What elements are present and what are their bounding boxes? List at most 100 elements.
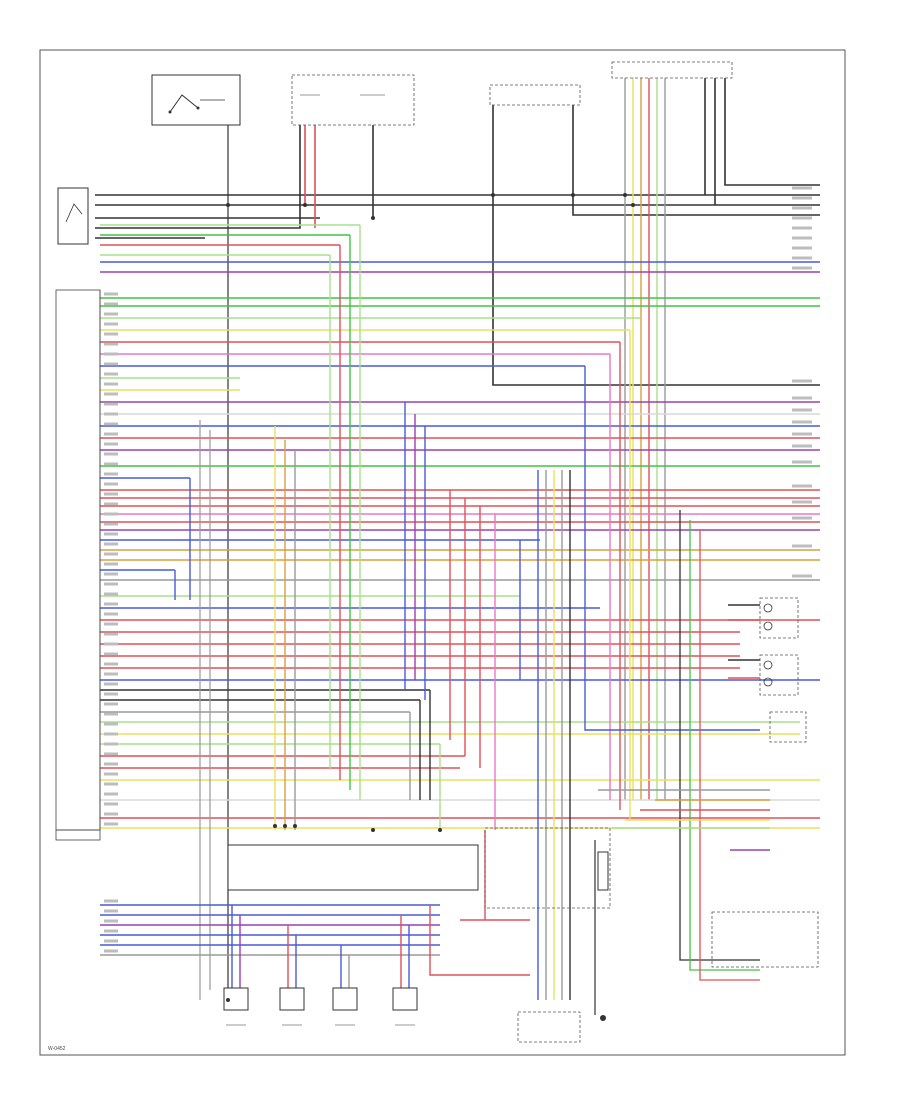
- diagram-frame: [39, 49, 846, 1056]
- heated-oxygen-sensor: [517, 1011, 581, 1043]
- terminal-label-mark: [104, 909, 118, 913]
- terminal-label-mark: [104, 622, 118, 626]
- terminal-label-mark: [104, 692, 118, 696]
- terminal-label-mark: [104, 482, 118, 486]
- wire: [679, 510, 760, 961]
- terminal-label-mark: [792, 246, 812, 250]
- terminal-label-mark: [104, 532, 118, 536]
- terminal-label-mark: [104, 412, 118, 416]
- component-group: [55, 61, 819, 1043]
- terminal-label-mark: [104, 919, 118, 923]
- diagram-id-code: W-0452: [48, 1046, 66, 1052]
- junction-dot: [623, 193, 627, 197]
- terminal-label-mark: [104, 452, 118, 456]
- terminal-label-mark: [792, 408, 812, 412]
- terminal-label-mark: [792, 186, 812, 190]
- terminal-label-mark: [104, 302, 118, 306]
- terminal-label-mark: [104, 712, 118, 716]
- terminal-label-mark: [104, 602, 118, 606]
- terminal-label-mark: [792, 444, 812, 448]
- terminal-label-mark: [792, 500, 812, 504]
- terminal-label-mark: [104, 802, 118, 806]
- junction-dot: [491, 193, 495, 197]
- terminal-label-mark: [104, 502, 118, 506]
- terminal-label-mark: [104, 572, 118, 576]
- injector-3: [332, 987, 358, 1026]
- terminal-label-mark: [104, 552, 118, 556]
- junction-dot: [571, 193, 575, 197]
- ecm-body: [55, 829, 101, 841]
- terminal-label-mark: [104, 762, 118, 766]
- terminal-label-mark: [104, 402, 118, 406]
- main-relay: [489, 84, 581, 106]
- terminal-label-mark: [792, 420, 812, 424]
- ecm-connector-left: [55, 289, 101, 831]
- terminal-label-mark: [104, 542, 118, 546]
- terminal-label-mark: [792, 379, 812, 383]
- junction-dot: [293, 824, 297, 828]
- terminal-label-mark: [792, 266, 812, 270]
- terminal-label-mark: [104, 442, 118, 446]
- junction-dot: [438, 828, 442, 832]
- junction-dot: [226, 998, 230, 1002]
- terminal-label-mark: [104, 662, 118, 666]
- wire: [429, 905, 530, 976]
- crankshaft-position-sensor: [759, 654, 799, 696]
- terminal-label-mark: [792, 460, 812, 464]
- wire: [492, 105, 820, 386]
- terminal-label-mark: [104, 752, 118, 756]
- terminal-label-mark: [792, 216, 812, 220]
- junction-dot: [601, 1016, 605, 1020]
- terminal-label-mark: [104, 939, 118, 943]
- terminal-label-mark: [104, 312, 118, 316]
- main-relay-switch: [57, 187, 89, 245]
- terminal-label-mark: [104, 772, 118, 776]
- junction-dots: [226, 193, 635, 1020]
- terminal-label-mark: [104, 342, 118, 346]
- camshaft-position-sensor: [759, 597, 799, 639]
- terminal-label-mark: [104, 899, 118, 903]
- terminal-label-mark: [104, 582, 118, 586]
- terminal-label-mark: [792, 432, 812, 436]
- terminal-label-mark: [104, 562, 118, 566]
- terminal-label-mark: [104, 292, 118, 296]
- terminal-label-mark: [792, 544, 812, 548]
- junction-dot: [226, 203, 230, 207]
- terminal-label-mark: [104, 332, 118, 336]
- junction-dot: [283, 824, 287, 828]
- terminal-label-mark: [104, 722, 118, 726]
- terminal-label-mark: [104, 382, 118, 386]
- terminal-label-mark: [792, 396, 812, 400]
- knock-sensor: [769, 711, 807, 743]
- terminal-label-mark: [104, 472, 118, 476]
- ignition-switch: [151, 74, 241, 126]
- terminal-label-mark: [104, 592, 118, 596]
- idle-air-control-valve: [484, 827, 611, 909]
- fuse-relay-box-top: [291, 74, 415, 126]
- terminal-label-mark: [104, 742, 118, 746]
- terminal-label-mark: [104, 929, 118, 933]
- terminal-label-mark: [792, 226, 812, 230]
- junction-dot: [371, 216, 375, 220]
- terminal-label-mark: [104, 352, 118, 356]
- igniter-ignition-coil: [227, 844, 479, 891]
- terminal-label-mark: [792, 516, 812, 520]
- terminal-label-mark: [104, 732, 118, 736]
- terminal-label-mark: [792, 236, 812, 240]
- injector-1: [223, 987, 249, 1026]
- wire: [572, 105, 820, 216]
- terminal-label-mark: [104, 432, 118, 436]
- terminal-label-mark: [104, 462, 118, 466]
- terminal-label-mark: [792, 256, 812, 260]
- terminal-label-mark: [104, 492, 118, 496]
- terminal-label-mark: [104, 522, 118, 526]
- wire: [699, 530, 760, 981]
- terminal-label-mark: [104, 422, 118, 426]
- terminal-label-mark: [104, 612, 118, 616]
- terminal-label-mark: [104, 362, 118, 366]
- terminal-label-mark: [104, 792, 118, 796]
- injector-4: [392, 987, 418, 1026]
- terminal-label-mark: [104, 392, 118, 396]
- terminal-label-mark: [104, 812, 118, 816]
